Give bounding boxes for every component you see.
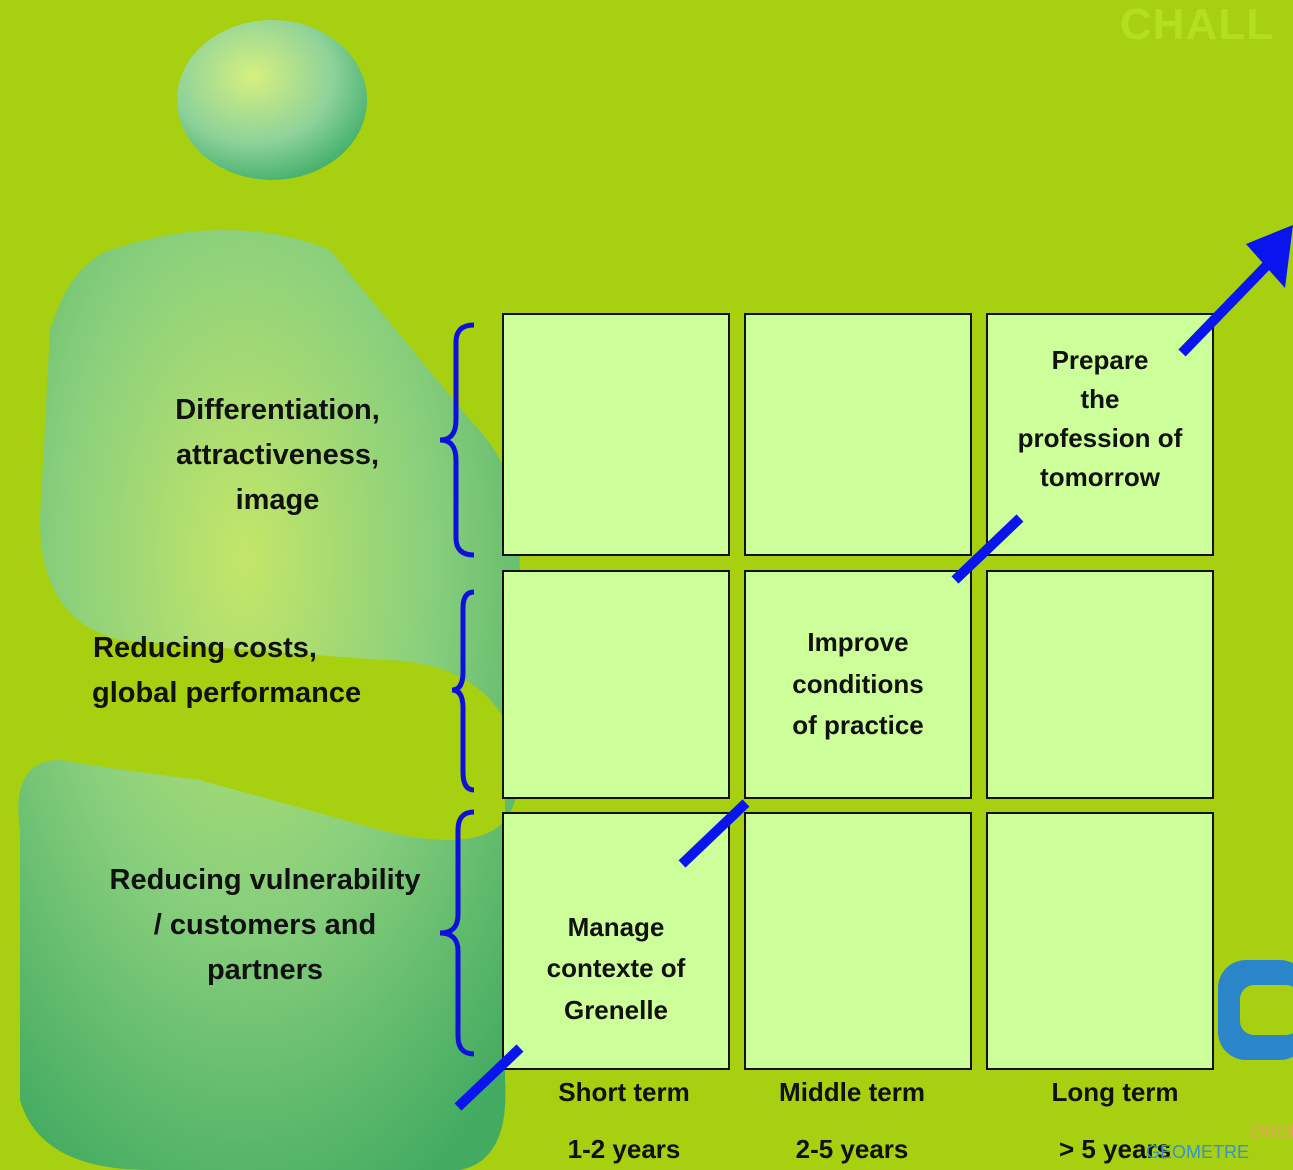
row-label-line: Reducing costs, bbox=[93, 632, 317, 664]
arrow-head-icon bbox=[1246, 225, 1293, 288]
row-label-line: Differentiation, bbox=[175, 394, 380, 426]
row-label-line: image bbox=[235, 483, 320, 516]
row-label-line: attractiveness, bbox=[175, 438, 380, 471]
cell-text-improve: Improve conditions of practice bbox=[782, 622, 934, 747]
cell-line: Prepare bbox=[1051, 345, 1149, 375]
cell-line: tomorrow bbox=[1040, 462, 1160, 492]
arrow-segment-icon bbox=[678, 799, 750, 868]
arrow-segment-icon bbox=[951, 514, 1024, 584]
logo-cutout bbox=[1240, 985, 1293, 1035]
body-blob bbox=[18, 230, 520, 1170]
cell-line: of practice bbox=[792, 710, 924, 741]
cell-text-manage: Manage contexte of Grenelle bbox=[537, 851, 696, 1032]
left-curly-brace-icon bbox=[451, 589, 475, 793]
cell-line: conditions bbox=[792, 668, 924, 699]
row-label-line: / customers and bbox=[153, 908, 377, 941]
col-label-long: Long term bbox=[1051, 1077, 1179, 1107]
col-label-middle: Middle term bbox=[779, 1077, 925, 1107]
col-label-short: Short term bbox=[558, 1077, 690, 1107]
cell-r2-c2: Improve conditions of practice bbox=[744, 570, 972, 799]
cell-r2-c1 bbox=[502, 570, 730, 799]
logo-text-geometre: GEOMETRE bbox=[1146, 1142, 1250, 1162]
arrow-segment-icon bbox=[1178, 256, 1276, 357]
row-label-reducing-vulnerability: Reducing vulnerability / customers and p… bbox=[80, 858, 450, 993]
row-label-line: partners bbox=[206, 953, 324, 986]
row-label-line: global performance bbox=[92, 676, 362, 709]
cell-r3-c2 bbox=[744, 812, 972, 1070]
row-label-differentiation: Differentiation, attractiveness, image bbox=[140, 388, 415, 523]
col-range-long: > 5 years bbox=[1058, 1134, 1172, 1164]
cell-line: the bbox=[1080, 384, 1120, 414]
row-label-reducing-costs: Reducing costs, global performance bbox=[80, 626, 410, 716]
cell-r3-c3 bbox=[986, 812, 1214, 1070]
arrow-segment-icon bbox=[454, 1044, 524, 1111]
cell-line: Improve bbox=[807, 627, 909, 658]
cell-r1-c3: Prepare the profession of tomorrow bbox=[986, 313, 1214, 556]
cell-line: contexte of bbox=[546, 953, 686, 984]
cell-line: Grenelle bbox=[563, 994, 669, 1025]
head-blob bbox=[177, 20, 367, 180]
cell-line: profession of bbox=[1017, 423, 1183, 453]
cell-r1-c2 bbox=[744, 313, 972, 556]
col-range-short: 1-2 years bbox=[567, 1134, 681, 1164]
left-curly-brace-icon bbox=[439, 809, 475, 1057]
cell-line: Manage bbox=[567, 911, 665, 942]
row-label-line: Reducing vulnerability bbox=[109, 864, 421, 896]
logo-text-ordre: ORDR bbox=[1250, 1122, 1293, 1142]
slide-title: CHALL bbox=[1120, 0, 1275, 49]
cell-r2-c3 bbox=[986, 570, 1214, 799]
cell-text-prepare: Prepare the profession of tomorrow bbox=[1008, 341, 1193, 497]
left-curly-brace-icon bbox=[439, 322, 475, 558]
cell-r1-c1 bbox=[502, 313, 730, 556]
col-range-middle: 2-5 years bbox=[795, 1134, 909, 1164]
